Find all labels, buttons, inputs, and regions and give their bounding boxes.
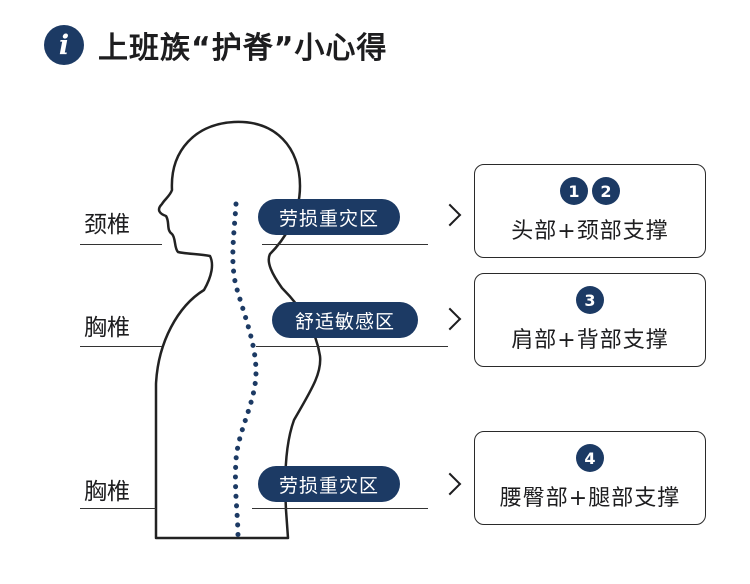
- support-label-3: 腰臀部+腿部支撑: [499, 486, 681, 511]
- badge-2: 2: [592, 177, 620, 205]
- page-title: 上班族“护脊”小心得: [98, 31, 388, 66]
- neck-line: [80, 244, 162, 245]
- label-neck: 颈椎: [84, 212, 130, 238]
- label-chest: 胸椎: [84, 315, 130, 341]
- zone-pill-1: 劳损重灾区: [258, 199, 400, 235]
- zone-pill-3: 劳损重灾区: [258, 466, 400, 502]
- support-box-2: 3 肩部+背部支撑: [474, 273, 706, 367]
- label-lower: 胸椎: [84, 479, 130, 505]
- support-label-1: 头部+颈部支撑: [511, 219, 669, 244]
- zone-pill-2: 舒适敏感区: [272, 302, 418, 338]
- badge-4: 4: [576, 444, 604, 472]
- info-icon: i: [44, 25, 84, 65]
- support-label-2: 肩部+背部支撑: [511, 328, 669, 353]
- zone-line-2: [256, 346, 448, 347]
- support-box-1: 1 2 头部+颈部支撑: [474, 164, 706, 258]
- badge-1: 1: [560, 177, 588, 205]
- chest-line: [80, 346, 162, 347]
- lower-line: [80, 508, 156, 509]
- spine-dots: [230, 201, 259, 541]
- support-box-3: 4 腰臀部+腿部支撑: [474, 431, 706, 525]
- badge-3: 3: [576, 286, 604, 314]
- page-header: i 上班族“护脊”小心得: [44, 22, 387, 68]
- zone-line-3: [252, 508, 428, 509]
- zone-line-1: [262, 244, 428, 245]
